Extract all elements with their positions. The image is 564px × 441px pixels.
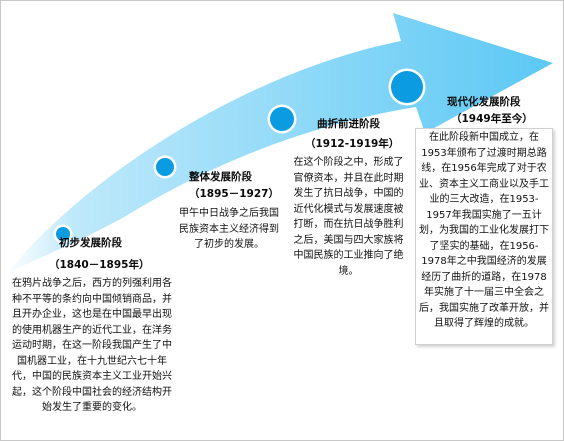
stage-2-period: （1895－1927） (189, 188, 279, 200)
stage-2-node (156, 158, 174, 176)
stage-3-title: 曲折前进阶段 (317, 118, 380, 130)
stage-4-period: （1949年至今） (451, 113, 533, 125)
stage-3-period: （1912-1919年） (305, 138, 400, 150)
stage-2-description: 甲午中日战争之后我国民族资本主义经济得到了初步的发展。 (179, 208, 279, 250)
stage-1-title: 初步发展阶段 (59, 237, 122, 249)
stage-1-node (56, 227, 70, 241)
stage-1-description: 在鸦片战争之后，西方的列强利用各种不平等的条约向中国倾销商品，并且开办企业，这也… (12, 278, 172, 413)
stage-3-description: 在这个阶段之中，形成了官僚资本，并且在此时期发生了抗日战争，中国的近代化模式与发… (293, 157, 404, 277)
stage-3-node (270, 107, 294, 131)
stage-4-description: 在此阶段新中国成立，在1953年颁布了过渡时期总路线，在1956年完成了对于农业… (419, 132, 549, 329)
stage-2-title: 整体发展阶段 (189, 171, 252, 183)
stage-4-node (391, 71, 423, 103)
stage-4-title: 现代化发展阶段 (447, 96, 521, 108)
stage-1-period: （1840－1895年） (49, 259, 150, 271)
stage-4-box (415, 128, 553, 345)
